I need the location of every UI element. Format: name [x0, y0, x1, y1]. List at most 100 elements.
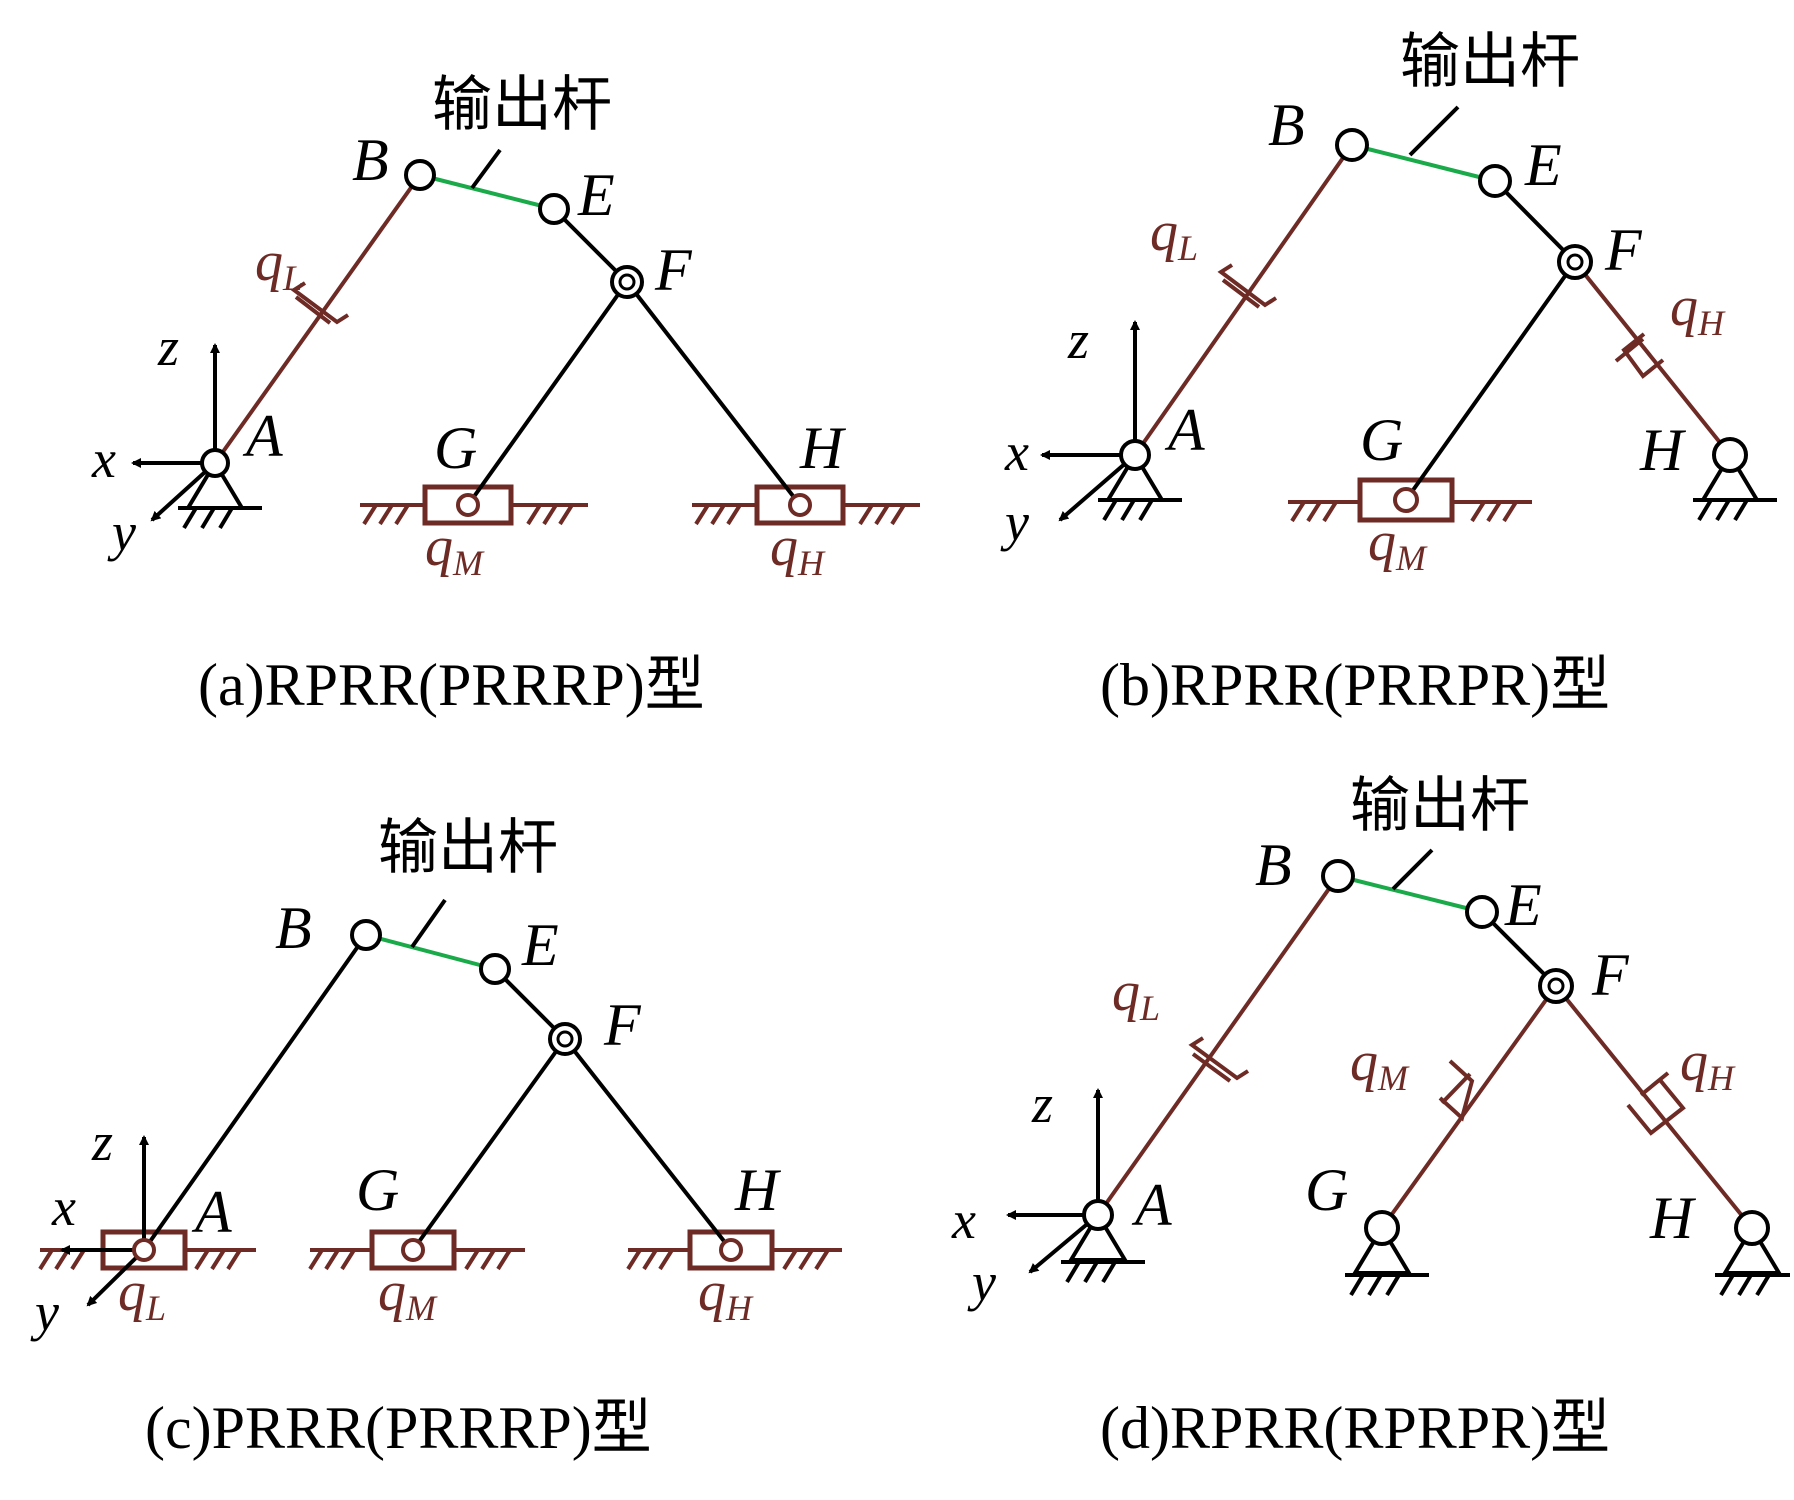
- output-link-be: [1351, 143, 1496, 183]
- coord-ql: qL: [118, 1261, 166, 1328]
- joint-h: [788, 493, 812, 517]
- point-label-e: E: [1504, 872, 1542, 938]
- point-label-f: F: [1604, 217, 1643, 283]
- panel-b: 输出杆 B E F A G H z x y qL qH qM (b)RPRR(P…: [1000, 29, 1777, 718]
- joint-b: [1321, 859, 1355, 893]
- point-label-h: H: [734, 1157, 782, 1223]
- panel-a: 输出杆 B E F A G H z x y qL qM qH (a)RPRR(P…: [91, 72, 920, 718]
- point-label-e: E: [521, 912, 559, 978]
- base-support-a: [178, 461, 262, 530]
- point-label-h: H: [799, 415, 847, 481]
- point-label-f: F: [654, 237, 693, 303]
- link-ab: [142, 933, 368, 1252]
- caption-d: (d)RPRR(RPRPR)型: [1100, 1395, 1610, 1461]
- joint-a: [1119, 439, 1151, 471]
- coord-qh: qH: [1680, 1031, 1736, 1098]
- output-link-be: [365, 933, 496, 971]
- output-marker: [1391, 848, 1434, 891]
- link-af: [213, 173, 422, 465]
- joint-b: [404, 159, 436, 191]
- joint-f-inner: [556, 1030, 574, 1048]
- joint-h: [719, 1238, 743, 1262]
- point-label-h: H: [1649, 1185, 1697, 1251]
- point-label-g: G: [356, 1157, 399, 1223]
- prismatic-pair-ql: [1217, 263, 1278, 309]
- output-link-label: 输出杆: [1400, 29, 1580, 95]
- joint-e: [1478, 164, 1512, 198]
- panel-c: 输出杆 B E F A G H z x y qL qM qH (c)PRRR(P…: [30, 815, 842, 1461]
- base-support-a: [1061, 1213, 1145, 1284]
- axis-label-z: z: [1031, 1074, 1053, 1134]
- panel-d: 输出杆 B E F A G H z x y qL qM qH (d)RPRR(R…: [951, 773, 1790, 1461]
- link-fg: [466, 280, 629, 507]
- axis-label-x: x: [951, 1190, 976, 1250]
- point-label-e: E: [1524, 132, 1562, 198]
- point-label-g: G: [1360, 407, 1403, 473]
- joint-a: [1082, 1199, 1114, 1231]
- joint-g: [1364, 1210, 1400, 1246]
- point-label-b: B: [352, 127, 389, 193]
- point-label-f: F: [603, 992, 642, 1058]
- axis-label-y: y: [107, 502, 136, 562]
- output-marker: [410, 898, 447, 949]
- point-label-b: B: [1255, 832, 1292, 898]
- caption-b: (b)RPRR(PRRPR)型: [1100, 652, 1610, 718]
- prismatic-pair-ql: [1188, 1036, 1250, 1083]
- joint-g: [1393, 487, 1419, 513]
- coord-qh: qH: [770, 516, 826, 583]
- output-link-be: [1337, 874, 1483, 914]
- link-fg: [1404, 260, 1577, 502]
- coord-ql: qL: [1112, 961, 1160, 1028]
- link-fh: [1573, 260, 1732, 457]
- coord-qm: qM: [378, 1261, 438, 1328]
- joint-g: [401, 1238, 425, 1262]
- joint-g: [456, 493, 480, 517]
- coord-qh: qH: [698, 1261, 754, 1328]
- axis-label-x: x: [51, 1177, 76, 1237]
- point-label-g: G: [434, 415, 477, 481]
- joint-e: [538, 193, 570, 225]
- joint-h: [1712, 437, 1748, 473]
- joint-a: [200, 448, 230, 478]
- joint-a: [132, 1238, 156, 1262]
- coord-qm: qM: [1368, 511, 1428, 578]
- axis-label-z: z: [1067, 310, 1089, 370]
- caption-c: (c)PRRR(PRRRP)型: [145, 1395, 652, 1461]
- joint-f-inner: [1547, 977, 1565, 995]
- joint-e: [479, 953, 511, 985]
- base-support-a: [1098, 453, 1182, 522]
- joint-e: [1465, 895, 1499, 929]
- joint-h: [1734, 1210, 1770, 1246]
- point-label-f: F: [1591, 942, 1630, 1008]
- output-link-label: 输出杆: [1350, 773, 1530, 839]
- axis-label-y: y: [1000, 492, 1029, 552]
- joint-b: [350, 919, 382, 951]
- output-marker: [1408, 105, 1460, 157]
- link-af: [1096, 874, 1340, 1217]
- caption-a: (a)RPRR(PRRRP)型: [198, 652, 705, 718]
- point-label-a: A: [191, 1179, 232, 1245]
- ground-hatch-a: [360, 503, 920, 526]
- joint-f-inner: [618, 273, 636, 291]
- point-label-h: H: [1639, 417, 1687, 483]
- link-af: [1133, 143, 1354, 457]
- prismatic-pair-qh: [1614, 332, 1665, 379]
- point-label-b: B: [1268, 92, 1305, 158]
- coord-ql: qL: [255, 231, 303, 298]
- link-ef: [1493, 179, 1577, 264]
- axis-label-x: x: [1004, 422, 1029, 482]
- link-fg: [411, 1037, 567, 1252]
- link-ef: [552, 207, 629, 284]
- point-label-a: A: [1164, 397, 1205, 463]
- base-support-h: [1693, 453, 1777, 522]
- output-link-label: 输出杆: [432, 72, 612, 138]
- point-label-a: A: [242, 403, 283, 469]
- coord-qh: qH: [1670, 276, 1726, 343]
- coord-ql: qL: [1150, 201, 1198, 268]
- prismatic-pair-qm: [1438, 1059, 1475, 1122]
- link-fh: [563, 1037, 733, 1252]
- output-marker: [470, 148, 502, 190]
- base-support-h: [1715, 1226, 1790, 1297]
- coord-qm: qM: [425, 516, 485, 583]
- base-support-g: [1345, 1226, 1429, 1297]
